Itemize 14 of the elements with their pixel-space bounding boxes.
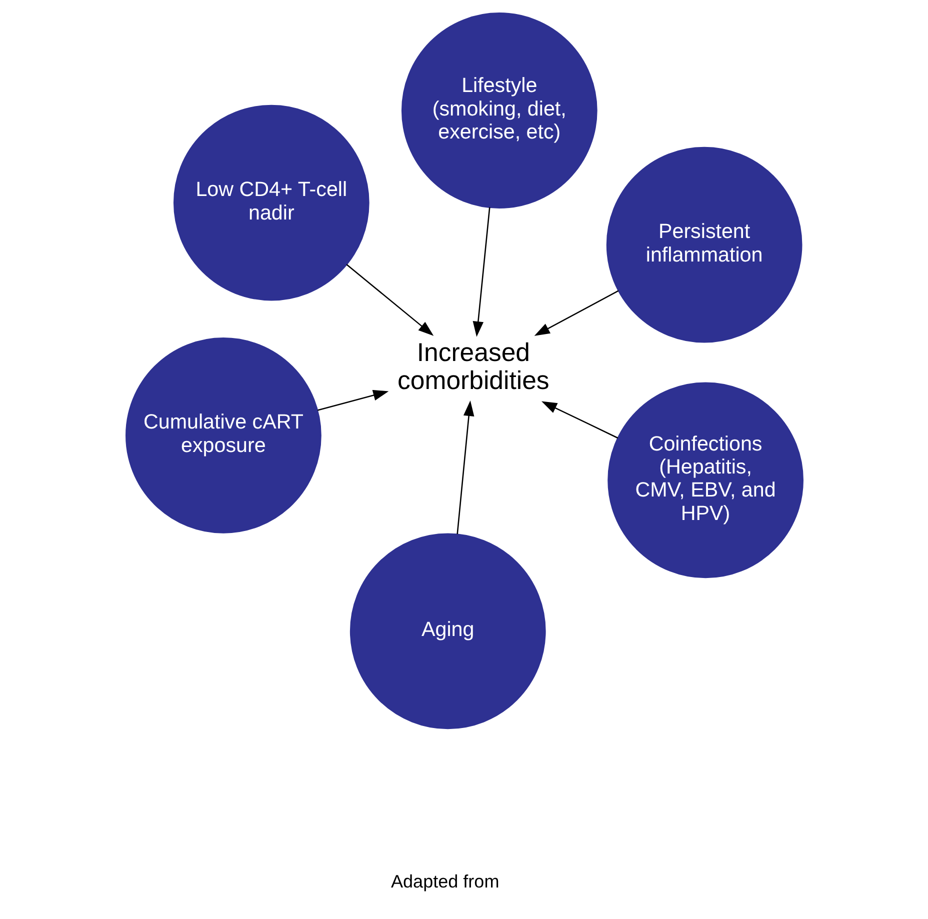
node-circle: Lifestyle (smoking, diet, exercise, etc) [400, 12, 597, 208]
arrow [472, 207, 490, 337]
label: Adapted from [390, 871, 499, 892]
arrow [346, 264, 434, 336]
node-circle: Low CD4+ T-cell nadir [172, 104, 369, 301]
node-circle: Coinfections (Hepatitis, CMV, EBV, and HPV) [607, 382, 803, 578]
node-circle: Persistent inflammation [606, 146, 802, 343]
node-circle: Aging [349, 533, 546, 730]
arrow [534, 290, 618, 336]
node-text: Increased comorbidities [397, 338, 549, 396]
arrow [540, 401, 618, 439]
arrow [456, 400, 474, 534]
node-circle: Cumulative cART exposure [125, 338, 321, 534]
arrow [316, 390, 388, 411]
